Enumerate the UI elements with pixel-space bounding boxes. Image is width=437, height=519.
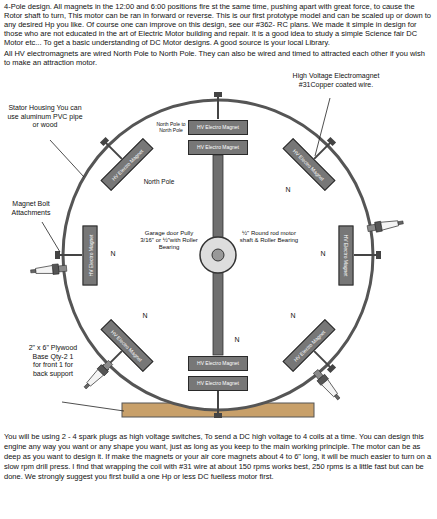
- electromagnet-box: HV Electro Magnet: [188, 120, 248, 135]
- spark-plug: [312, 368, 343, 402]
- part-label: ½" Round rod motor shaft & Roller Bearin…: [238, 230, 300, 244]
- stator-housing: [63, 100, 373, 410]
- part-label: 2" x 6" Plywood Base Qty-2 1 for front 1…: [28, 344, 78, 378]
- magnet-label: HV Electro Magnet: [292, 148, 326, 182]
- part-label: Magnet Bolt Attachments: [4, 200, 58, 217]
- electromagnet-box: HV Electro Magnet: [282, 138, 335, 191]
- pole-letter: N: [318, 250, 328, 258]
- magnet-label: HV Electro Magnet: [197, 360, 239, 366]
- spark-plug: [367, 217, 404, 233]
- note-text: 4-Pole design. All magnets in the 12:00 …: [4, 2, 433, 47]
- spark-plug: [30, 263, 67, 276]
- magnet-label: HV Electro Magnet: [197, 144, 239, 150]
- electromagnet-box: HV Electro Magnet: [188, 140, 248, 155]
- part-label: Stator Housing You can use aluminum PVC …: [4, 104, 86, 130]
- pole-label: North Pole: [142, 178, 176, 186]
- electromagnet-box: HV Electro Magnet: [282, 319, 335, 372]
- roller-bearing: [212, 249, 224, 261]
- pole-letter: N: [232, 336, 242, 344]
- magnet-label: HV Electro Magnet: [111, 148, 145, 182]
- magnet-label: HV Electro Magnet: [197, 124, 239, 130]
- magnet-label: HV Electro Magnet: [292, 329, 326, 363]
- magnet-label: HV Electro Magnet: [87, 234, 93, 276]
- part-label: Garage door Pully 3/16" or ½"with Roller…: [140, 230, 198, 251]
- pole-letter: N: [283, 186, 293, 194]
- spark-plug: [82, 359, 115, 392]
- note-text: All HV electromagnets are wired North Po…: [4, 49, 433, 67]
- pulley: [200, 237, 236, 273]
- part-label: High Voltage Electromagnet #31Copper coa…: [292, 72, 380, 89]
- pole-letter: N: [140, 312, 150, 320]
- electromagnet-box: HV Electro Magnet: [188, 376, 248, 391]
- magnet-label: HV Electro Magnet: [197, 380, 239, 386]
- pole-letter: N: [288, 312, 298, 320]
- pole-note: North Pole to North Pole: [156, 121, 186, 133]
- note-text: You will be using 2 - 4 spark plugs as h…: [4, 432, 433, 482]
- rotor-shaft: [213, 155, 223, 355]
- electromagnet-box: HV Electro Magnet: [83, 225, 98, 285]
- electromagnet-box: HV Electro Magnet: [101, 319, 154, 372]
- pole-letter: N: [108, 250, 118, 258]
- magnet-bolts: [56, 93, 380, 417]
- electromagnet-box: HV Electro Magnet: [188, 356, 248, 371]
- magnet-label: HV Electro Magnet: [343, 234, 349, 276]
- magnet-label: HV Electro Magnet: [111, 329, 145, 363]
- electromagnet-box: HV Electro Magnet: [339, 225, 354, 285]
